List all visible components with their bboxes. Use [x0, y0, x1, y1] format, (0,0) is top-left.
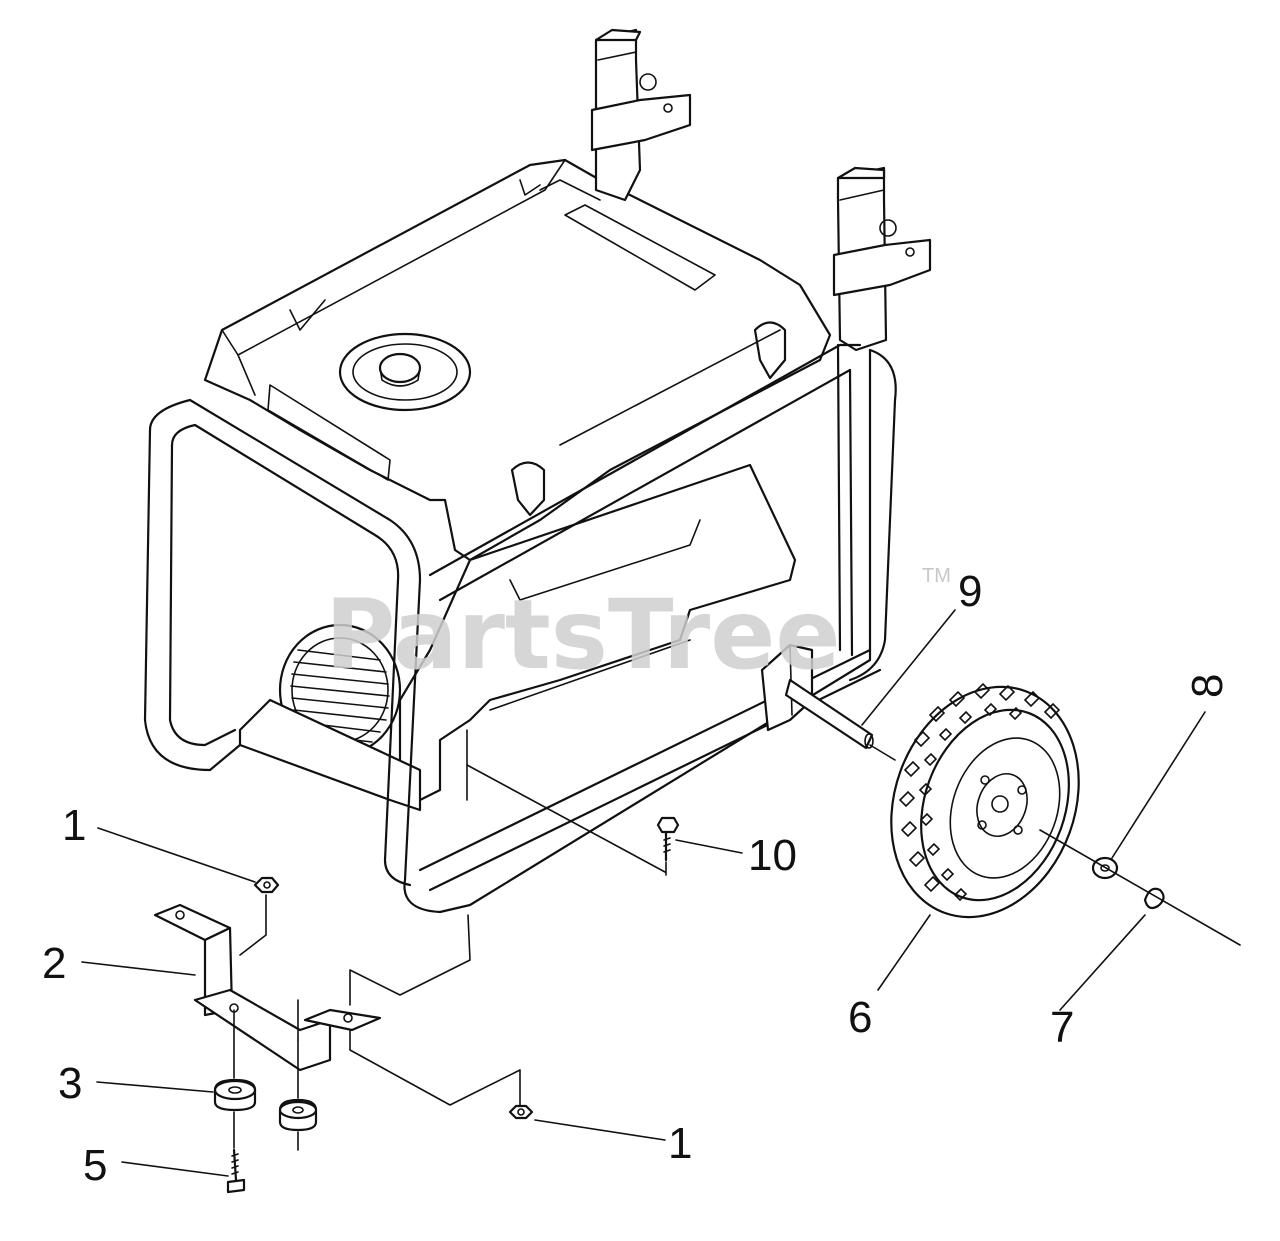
callout-8-washer: 8	[1183, 674, 1232, 698]
assembly-guide-lines	[233, 729, 667, 1151]
callout-2-bracket: 2	[42, 939, 66, 988]
handle-uprights	[590, 28, 932, 352]
tank-label-plate	[564, 204, 716, 291]
callout-numbers: 1 2 3 5 1 10 9 6 7 8	[42, 567, 1232, 1190]
axle-rod	[784, 678, 896, 761]
handle-bracket-rear	[590, 93, 692, 152]
wheel-tire	[890, 685, 1080, 919]
hex-nut-top	[253, 876, 280, 894]
hairpin-clip	[1143, 887, 1165, 910]
engine-assembly	[203, 158, 832, 812]
screw-5	[226, 1148, 246, 1194]
callout-1-nut-bottom: 1	[668, 1119, 692, 1168]
wheel-rim	[949, 737, 1061, 879]
bolt-10	[656, 816, 680, 862]
rubber-feet	[213, 1078, 318, 1132]
wheel-hub	[976, 773, 1028, 837]
watermark-text: PartsTree	[325, 579, 840, 691]
axle-centerline	[1039, 829, 1241, 946]
callout-5-screw: 5	[83, 1141, 107, 1190]
callout-1-nut-top: 1	[62, 801, 86, 850]
mounting-bracket	[153, 903, 382, 1072]
callout-7-hairpin-clip: 7	[1050, 1003, 1074, 1052]
frame-front-loop	[148, 348, 872, 914]
tire-tread	[898, 682, 1061, 902]
hex-nut-bottom	[508, 1104, 534, 1120]
tubular-frame	[143, 343, 897, 914]
wheel	[890, 682, 1080, 919]
callout-10-bolt: 10	[748, 831, 797, 880]
callout-9-axle: 9	[958, 567, 982, 616]
partstree-watermark: PartsTree TM	[325, 565, 951, 691]
engine-body	[398, 463, 797, 802]
callout-3-rubber-foot: 3	[58, 1059, 82, 1108]
fuel-cap	[378, 352, 422, 384]
callout-6-wheel: 6	[848, 993, 872, 1042]
leader-lines	[81, 609, 1206, 1177]
watermark-trademark: TM	[922, 565, 951, 587]
